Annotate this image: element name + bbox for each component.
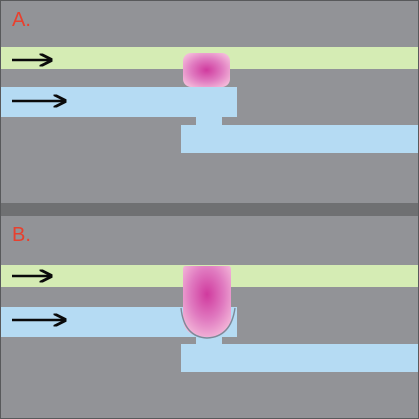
panel-b-droplet xyxy=(183,266,231,337)
panel-b xyxy=(1,265,418,372)
panel-a xyxy=(1,47,418,153)
panel-a-label: A. xyxy=(12,9,31,31)
panel-a-pore xyxy=(196,117,222,125)
panel-b-meniscus xyxy=(180,307,236,339)
panel-b-label: B. xyxy=(12,224,31,246)
panel-a-bottom-channel xyxy=(181,125,418,153)
panel-b-pore xyxy=(196,337,222,344)
panel-b-bottom-channel xyxy=(181,344,418,372)
panel-a-droplet xyxy=(183,53,230,87)
panel-separator xyxy=(1,203,418,216)
